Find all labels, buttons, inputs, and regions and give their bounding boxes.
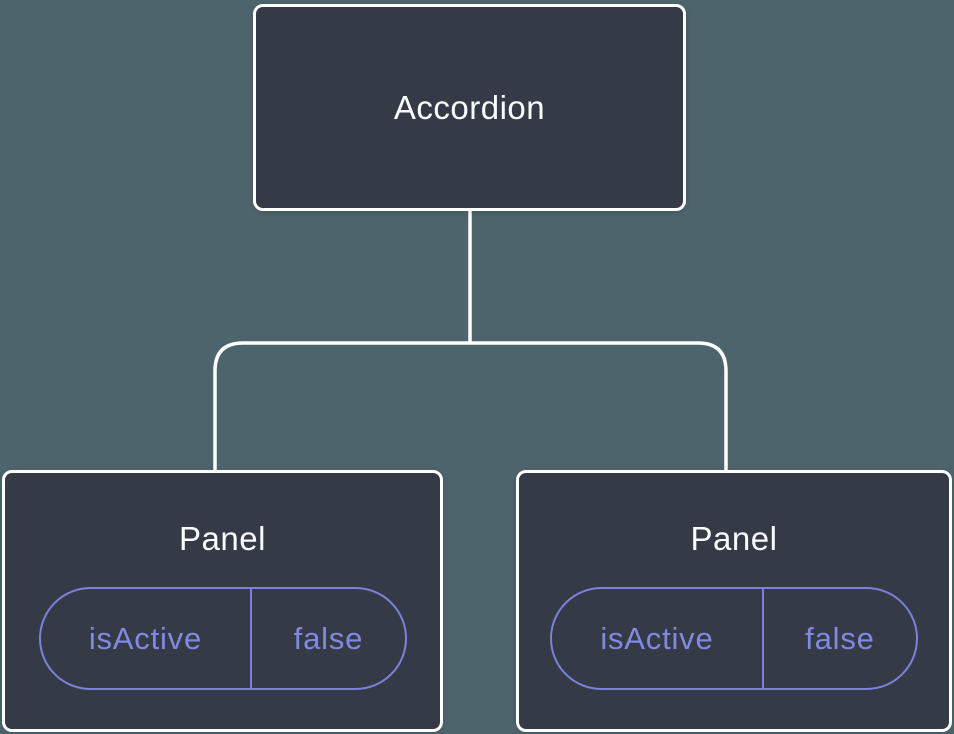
- state-pill: isActive false: [550, 587, 918, 690]
- node-panel-1: Panel isActive false: [2, 470, 443, 732]
- state-value: false: [293, 620, 364, 656]
- node-accordion-label: Accordion: [393, 88, 546, 126]
- node-accordion: Accordion: [253, 4, 686, 211]
- state-pill: isActive false: [38, 587, 407, 690]
- state-key: isActive: [41, 589, 253, 688]
- connector-branch: [213, 341, 728, 472]
- state-key: isActive: [552, 589, 764, 688]
- node-panel-2: Panel isActive false: [516, 470, 952, 732]
- state-value: false: [805, 620, 875, 656]
- node-panel-1-label: Panel: [179, 520, 266, 557]
- node-panel-2-label: Panel: [690, 520, 778, 557]
